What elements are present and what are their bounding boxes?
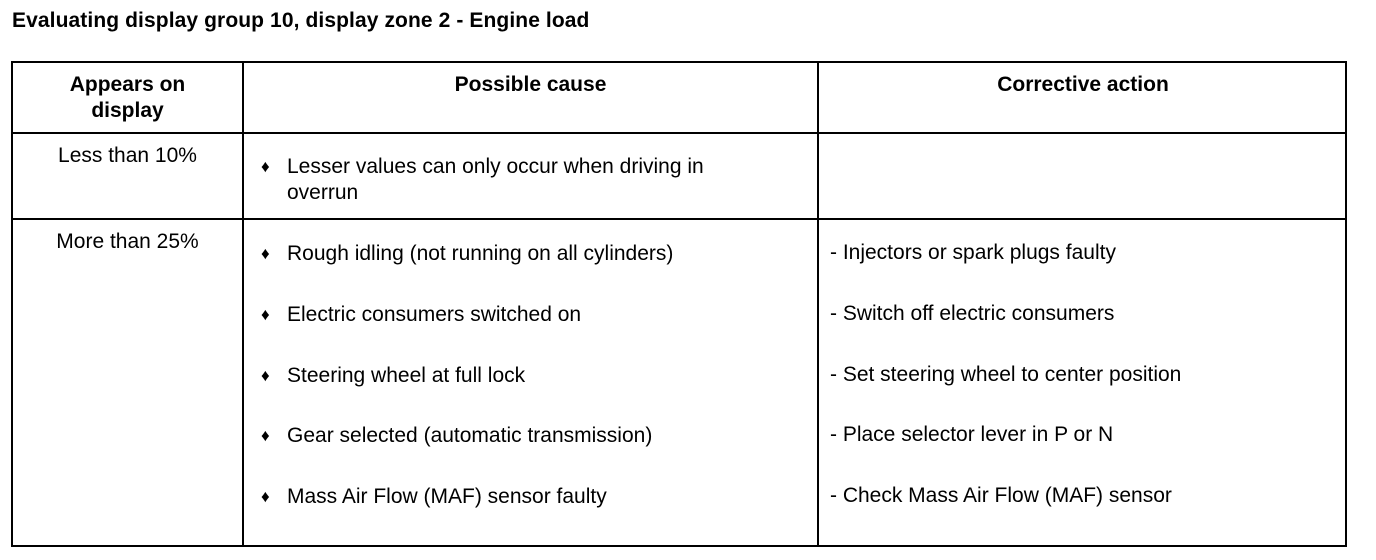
row-less-than-10-appears: Less than 10% bbox=[58, 144, 197, 167]
header-corrective-action: Corrective action bbox=[997, 73, 1169, 96]
cause-text: Rough idling (not running on all cylinde… bbox=[287, 242, 674, 265]
header-appears-line1: Appears on bbox=[69, 73, 186, 96]
row-divider bbox=[13, 218, 1345, 220]
header-appears-line2: display bbox=[91, 99, 164, 122]
header-appears-on-display: Appears on display bbox=[13, 72, 242, 124]
diamond-bullet-icon: ♦ bbox=[261, 244, 270, 263]
action-item: - Injectors or spark plugs faulty bbox=[830, 241, 1116, 264]
diamond-bullet-icon: ♦ bbox=[261, 487, 270, 506]
cause-text-line1: Lesser values can only occur when drivin… bbox=[287, 155, 704, 178]
diamond-bullet-icon: ♦ bbox=[261, 157, 270, 176]
header-possible-cause: Possible cause bbox=[454, 73, 607, 96]
cause-text: Gear selected (automatic transmission) bbox=[287, 424, 653, 447]
action-item: - Check Mass Air Flow (MAF) sensor bbox=[830, 484, 1172, 507]
cause-text: Electric consumers switched on bbox=[287, 303, 582, 326]
cause-text: Lesser values can only occur when drivin… bbox=[287, 154, 704, 206]
column-divider bbox=[242, 63, 244, 545]
diamond-bullet-icon: ♦ bbox=[261, 366, 270, 385]
diamond-bullet-icon: ♦ bbox=[261, 426, 270, 445]
action-item: - Place selector lever in P or N bbox=[830, 423, 1114, 446]
diamond-bullet-icon: ♦ bbox=[261, 305, 270, 324]
cause-text: Mass Air Flow (MAF) sensor faulty bbox=[287, 485, 607, 508]
action-item: - Set steering wheel to center position bbox=[830, 363, 1182, 386]
page-title: Evaluating display group 10, display zon… bbox=[12, 9, 590, 32]
cause-text: Steering wheel at full lock bbox=[287, 364, 526, 387]
row-divider bbox=[13, 132, 1345, 134]
cause-text-line2: overrun bbox=[287, 181, 359, 204]
column-divider bbox=[817, 63, 819, 545]
action-item: - Switch off electric consumers bbox=[830, 302, 1115, 325]
diagnostic-table: Appears on display Possible cause Correc… bbox=[11, 61, 1347, 547]
row-more-than-25-appears: More than 25% bbox=[56, 230, 199, 253]
